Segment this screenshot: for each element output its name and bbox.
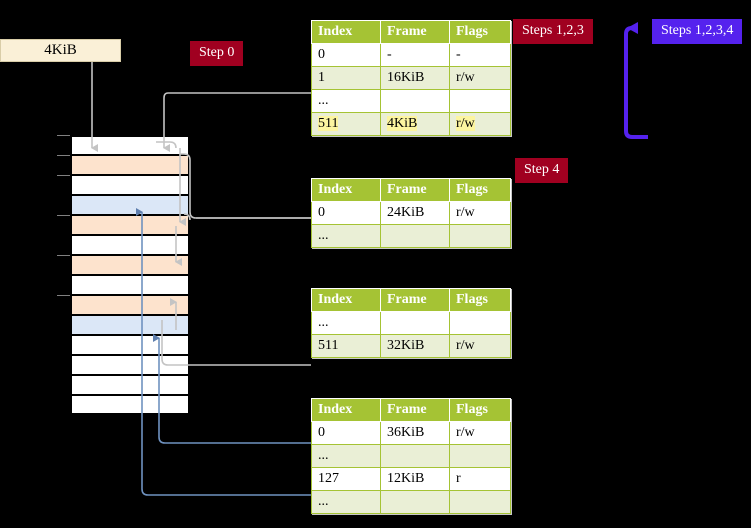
table-cell: 0 [311, 43, 381, 67]
memory-row [70, 315, 190, 335]
physical-memory-column [70, 135, 190, 415]
table-cell [449, 89, 511, 113]
table-cell [380, 490, 450, 514]
table-cell: 4KiB [380, 112, 450, 136]
table-cell [380, 311, 450, 335]
memory-row [70, 175, 190, 195]
table-header-flags: Flags [449, 288, 511, 312]
table-header-index: Index [311, 20, 381, 44]
table-cell [380, 224, 450, 248]
table-header-index: Index [311, 398, 381, 422]
table-row: ... [311, 89, 511, 113]
table-cell: 0 [311, 201, 381, 225]
table-header-index: Index [311, 288, 381, 312]
table-header-frame: Frame [380, 398, 450, 422]
table-cell: r/w [449, 334, 511, 358]
table-row: ... [311, 311, 511, 335]
memory-row-tick [57, 295, 70, 296]
table-header-frame: Frame [380, 178, 450, 202]
table-row: 511 4KiB r/w [311, 112, 511, 136]
table-row: ... [311, 444, 511, 468]
memory-row-tick [57, 255, 70, 256]
table-cell: ... [311, 311, 381, 335]
memory-row [70, 155, 190, 175]
table-cell: 1 [311, 66, 381, 90]
highlighted-value: 511 [318, 116, 339, 131]
table-cell: ... [311, 224, 381, 248]
table-cell: 511 [311, 334, 381, 358]
highlighted-value: 4KiB [387, 116, 418, 131]
table-row: ... [311, 490, 511, 514]
table-cell: 32KiB [380, 334, 450, 358]
memory-row [70, 195, 190, 215]
table-cell: r [449, 467, 511, 491]
table-cell: - [380, 43, 450, 67]
table-cell: 12KiB [380, 467, 450, 491]
table-cell: ... [311, 490, 381, 514]
table-cell: 0 [311, 421, 381, 445]
table-cell: r/w [449, 112, 511, 136]
table-cell: 16KiB [380, 66, 450, 90]
memory-row-tick [57, 135, 70, 136]
memory-row-tick [57, 175, 70, 176]
table-header-frame: Frame [380, 288, 450, 312]
table-header-flags: Flags [449, 20, 511, 44]
table-row: ... [311, 224, 511, 248]
badge-step-4: Step 4 [515, 158, 569, 183]
connector-table2-in [180, 153, 311, 219]
badge-step-0: Step 0 [190, 41, 244, 66]
frame-size-box: 4KiB [0, 39, 121, 62]
badge-steps-123: Steps 1,2,3 [513, 19, 593, 44]
table-cell [449, 490, 511, 514]
table-cell [449, 311, 511, 335]
table-header-flags: Flags [449, 178, 511, 202]
table-header-frame: Frame [380, 20, 450, 44]
memory-row [70, 215, 190, 235]
memory-row [70, 335, 190, 355]
badge-steps-1234: Steps 1,2,3,4 [652, 19, 743, 44]
table-cell: 36KiB [380, 421, 450, 445]
table-cell [380, 89, 450, 113]
memory-row [70, 355, 190, 375]
memory-row-tick [57, 215, 70, 216]
memory-row [70, 275, 190, 295]
memory-row [70, 395, 190, 415]
table-cell: 24KiB [380, 201, 450, 225]
table-cell: r/w [449, 421, 511, 445]
memory-row [70, 255, 190, 275]
memory-row [70, 135, 190, 155]
memory-row [70, 375, 190, 395]
table-header-flags: Flags [449, 398, 511, 422]
table-cell [449, 444, 511, 468]
table-header-index: Index [311, 178, 381, 202]
purple-bracket-arrow [624, 22, 648, 139]
table-cell: r/w [449, 201, 511, 225]
memory-row [70, 235, 190, 255]
table-cell: 127 [311, 467, 381, 491]
table-cell: ... [311, 89, 381, 113]
memory-row-tick [57, 155, 70, 156]
table-cell: ... [311, 444, 381, 468]
table-cell [380, 444, 450, 468]
highlighted-value: r/w [456, 116, 475, 131]
table-cell: - [449, 43, 511, 67]
table-row: 0-- [311, 43, 511, 67]
table-cell [449, 224, 511, 248]
table-cell: r/w [449, 66, 511, 90]
table-cell: 511 [311, 112, 381, 136]
memory-row [70, 295, 190, 315]
